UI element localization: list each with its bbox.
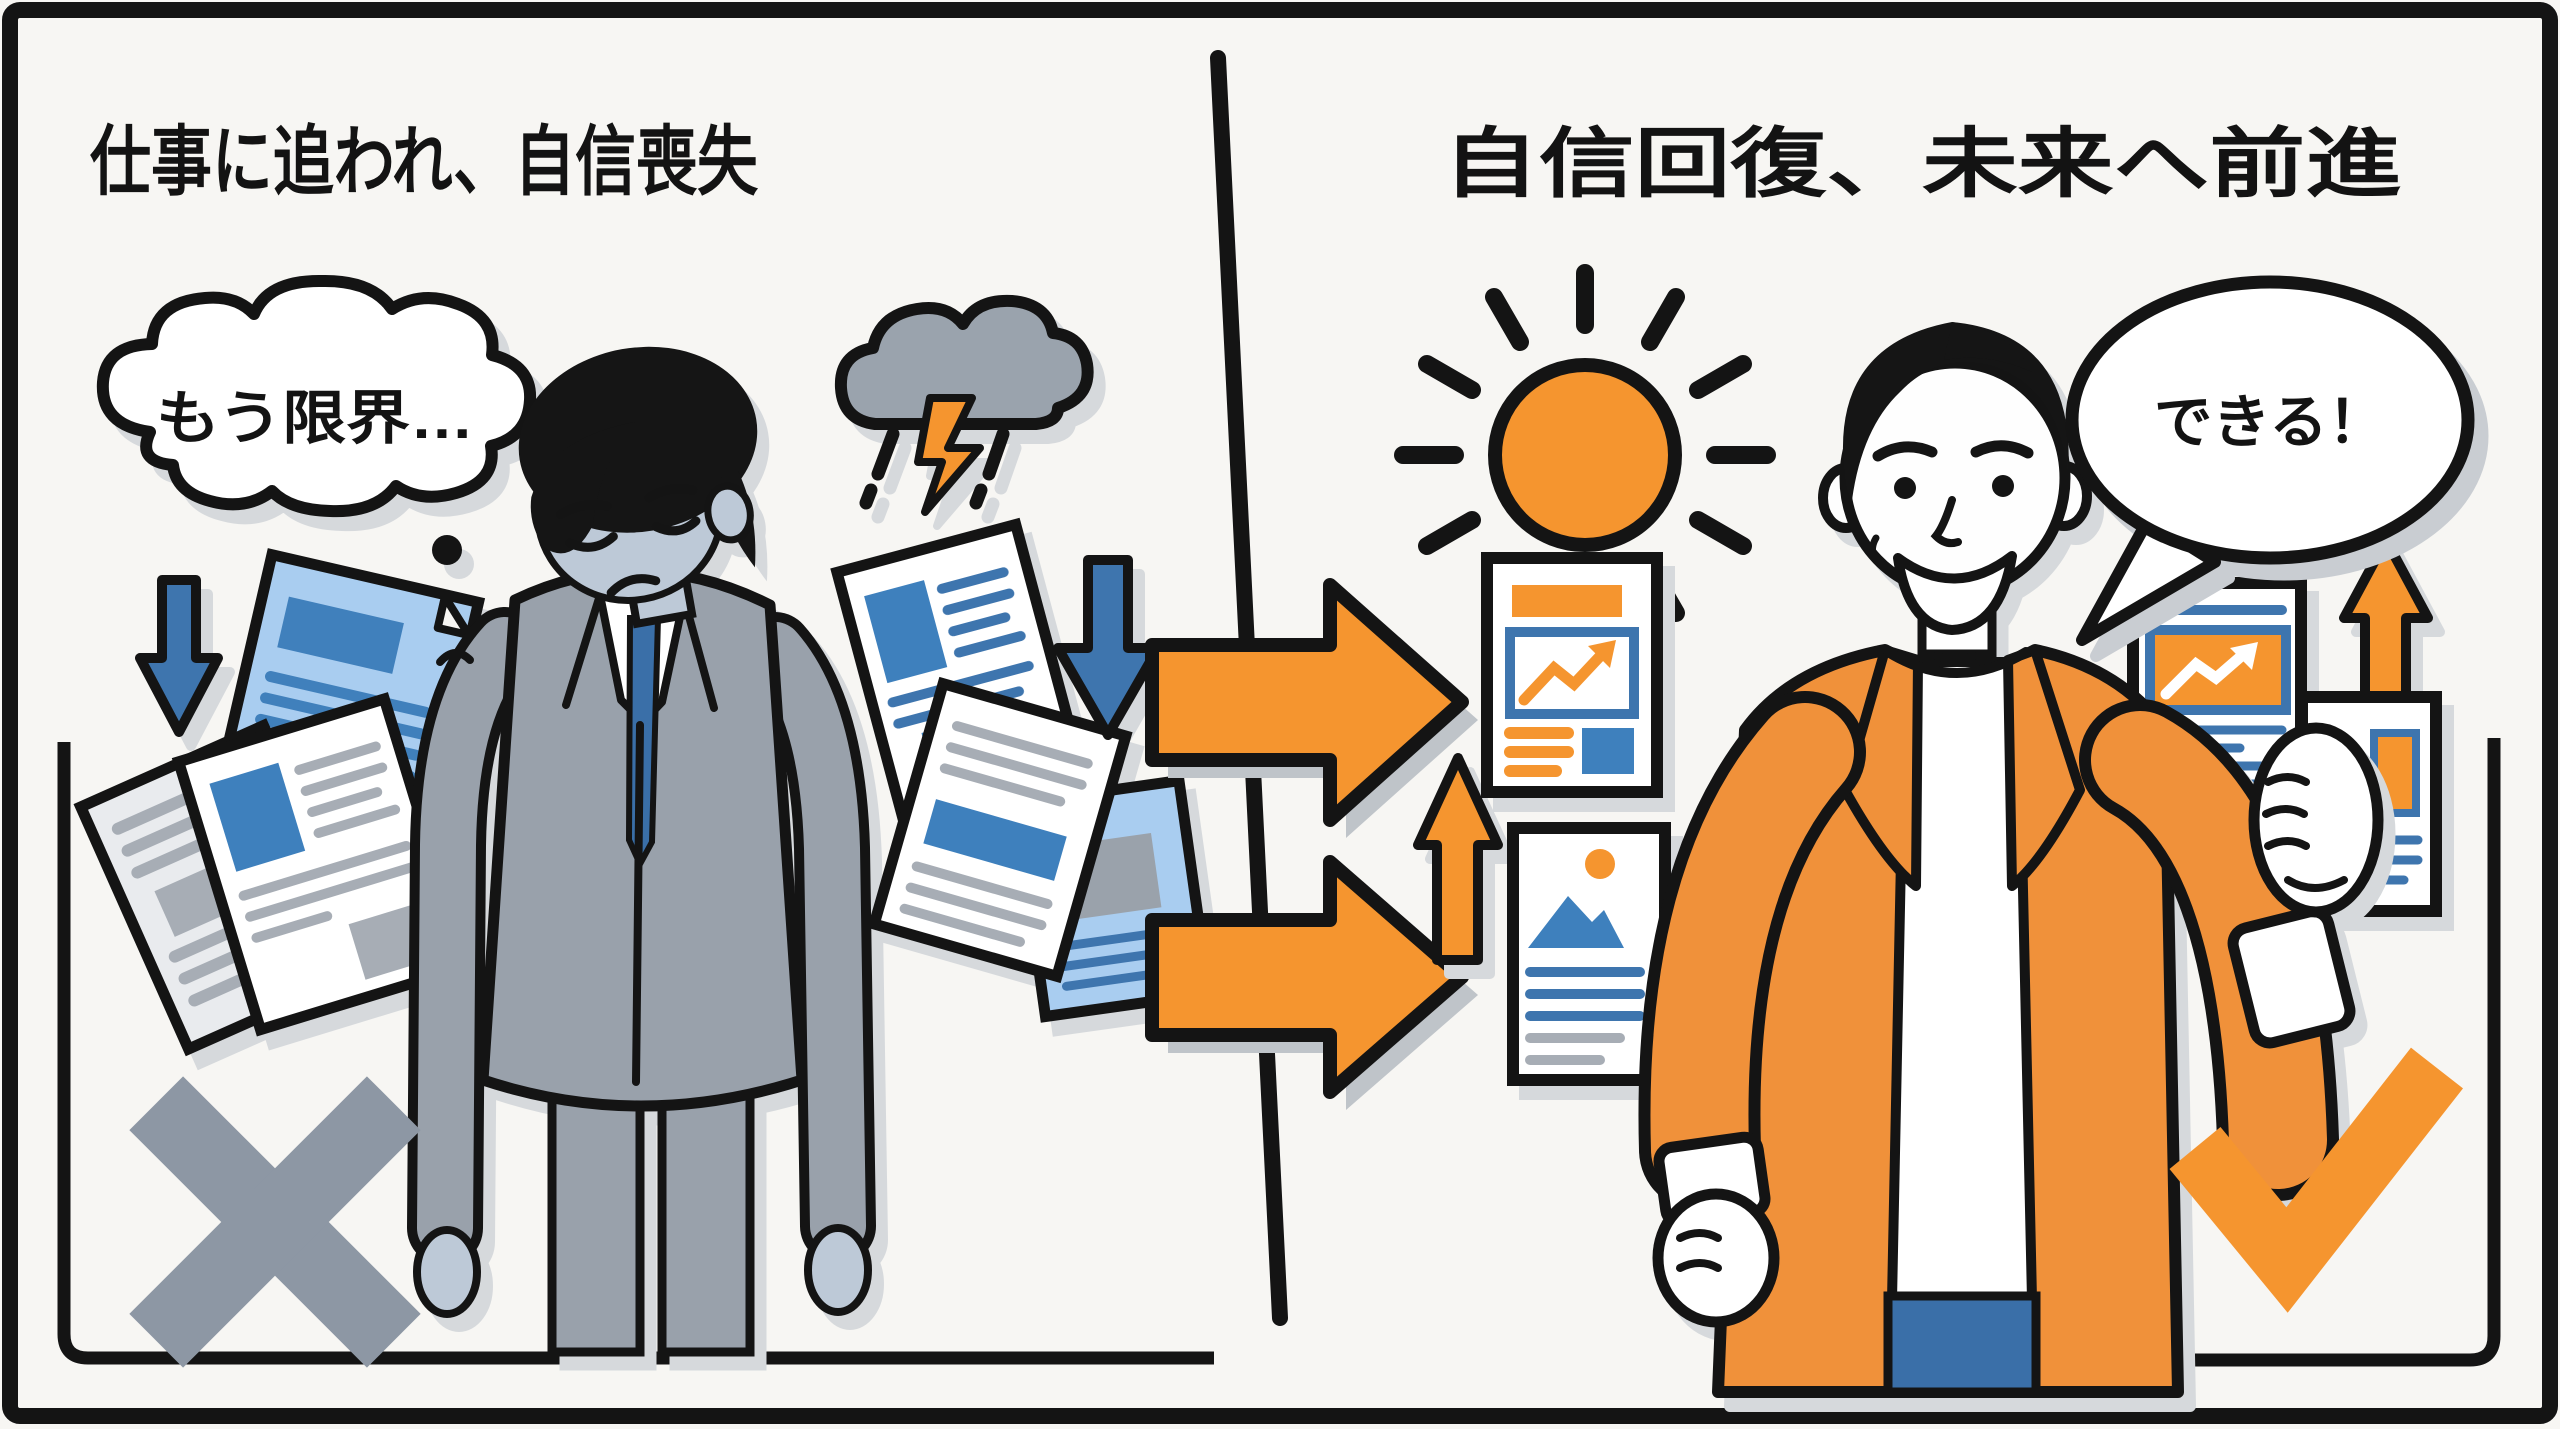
sad-man-head bbox=[518, 346, 758, 629]
orange-right-arrow-icon bbox=[1145, 578, 1478, 838]
eye bbox=[1894, 477, 1916, 499]
orange-right-arrow-icon bbox=[1145, 855, 1478, 1110]
closed-eye bbox=[565, 531, 618, 552]
lightning-icon bbox=[914, 394, 984, 516]
happy-man-head bbox=[1818, 322, 2092, 663]
eyebrow bbox=[1872, 441, 1938, 462]
thought-bubble-text: もう限界… bbox=[156, 386, 474, 451]
thought-bubble-icon: もう限界… bbox=[96, 274, 537, 660]
frown-mouth bbox=[606, 574, 661, 598]
growth-documents-left bbox=[1413, 552, 1671, 1086]
speech-bubble-icon: できる！ bbox=[2065, 275, 2475, 646]
chart-arrow-head bbox=[1588, 640, 1616, 668]
eyebrow bbox=[1970, 440, 2034, 459]
shirt-cuff bbox=[2227, 905, 2356, 1049]
document-stack-icon bbox=[830, 517, 1216, 1023]
document-stack-icon bbox=[73, 548, 486, 1057]
sad-eyebrow bbox=[644, 484, 698, 503]
storm-cloud-icon bbox=[834, 294, 1094, 516]
sad-man-hand bbox=[413, 1226, 481, 1318]
speech-bubble-text: できる！ bbox=[2154, 390, 2386, 455]
sigh-mark bbox=[436, 649, 474, 666]
inner-floor-line-right bbox=[2150, 738, 2501, 1367]
eye bbox=[1992, 475, 2014, 497]
blue-down-arrow-icon bbox=[1053, 555, 1163, 740]
white-document bbox=[867, 676, 1133, 984]
nose bbox=[1930, 496, 1962, 548]
sad-eyebrow bbox=[556, 500, 612, 519]
cross-mark-icon bbox=[129, 1076, 421, 1368]
happy-businessman-figure bbox=[1638, 322, 2384, 1398]
fist bbox=[1652, 1188, 1780, 1328]
sad-businessman-figure bbox=[407, 346, 876, 1357]
white-document bbox=[171, 692, 473, 1037]
chart-document-icon bbox=[1481, 552, 1663, 798]
orange-up-arrow-icon bbox=[2339, 535, 2433, 705]
right-panel-title: 自信回復、未来へ前進 bbox=[1443, 122, 2401, 207]
orange-up-arrow-icon bbox=[1413, 753, 1503, 965]
closed-eye bbox=[651, 516, 701, 536]
image-document-icon bbox=[1507, 822, 1671, 1086]
sad-man-hand bbox=[804, 1224, 872, 1316]
blue-down-arrow-icon bbox=[135, 575, 223, 737]
rain-dash-icon bbox=[859, 427, 1010, 510]
check-mark-icon bbox=[2169, 1047, 2464, 1313]
smile-mouth bbox=[1893, 551, 2017, 635]
left-panel-title: 仕事に追われ、自信喪失 bbox=[90, 120, 759, 205]
thought-bubble-dot bbox=[432, 535, 462, 565]
inner-floor-line-left bbox=[57, 742, 1214, 1365]
